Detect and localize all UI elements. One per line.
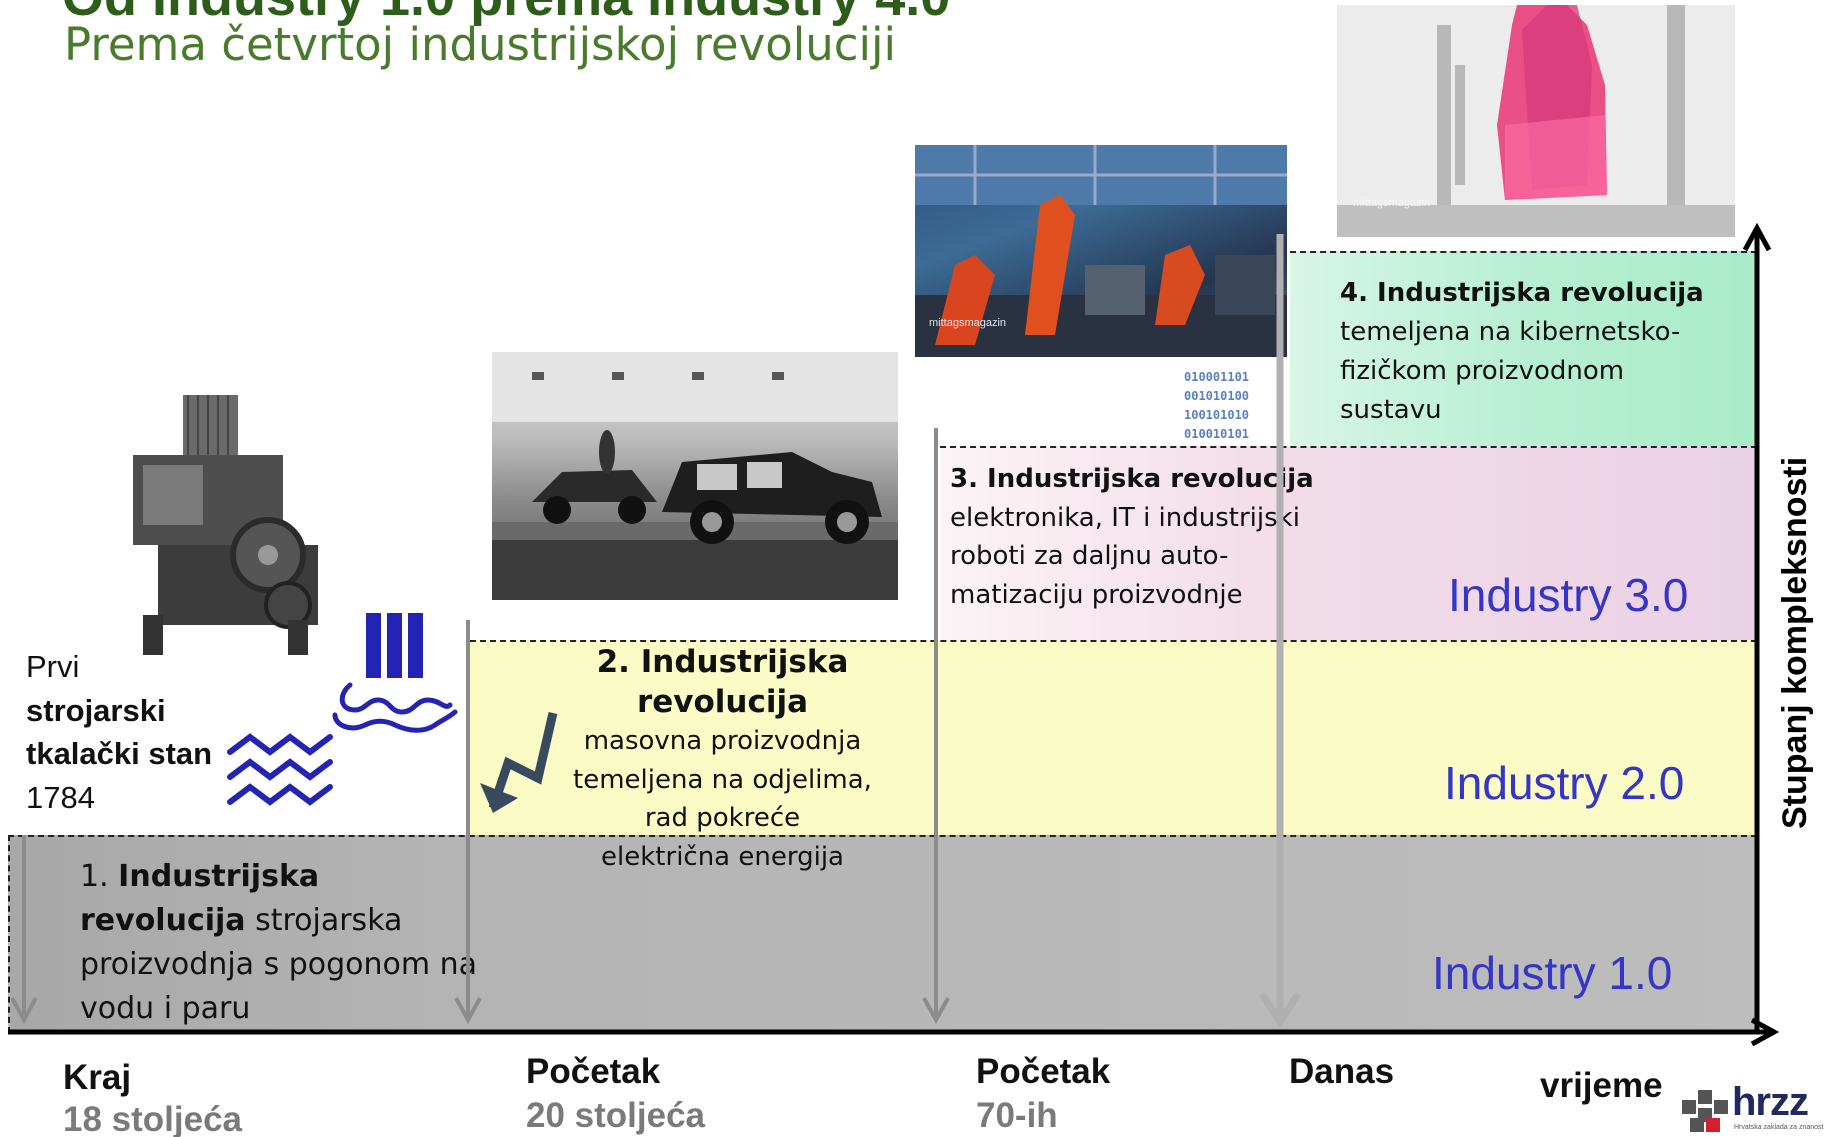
- revolution-4-line: temeljena na kibernetsko-: [1340, 317, 1681, 347]
- page-title: Od Industry 1.0 prema Industry 4.0: [62, 0, 950, 28]
- revolution-1-number: 1.: [80, 859, 119, 894]
- hrzz-logo: hrzz Hrvatska zaklada za znanost: [1678, 1080, 1828, 1136]
- water-waves-icon: [227, 733, 333, 806]
- loom-caption: Prvi strojarski tkalački stan 1784: [26, 645, 212, 819]
- vintage-car-icon: [492, 352, 898, 600]
- industry-1-label: Industry 1.0: [1432, 947, 1673, 999]
- revolution-4-number: 4.: [1340, 278, 1368, 308]
- timeline-sub: 18 stoljeća: [63, 1100, 242, 1137]
- loom-caption-line: strojarski: [26, 692, 166, 728]
- band-industry-4: [1290, 251, 1757, 446]
- 3d-printed-object-photo: mittagsmagazin: [1337, 5, 1735, 237]
- page-subtitle: Prema četvrtoj industrijskoj revoluciji: [64, 18, 897, 71]
- binary-code: 010001101 001010100 100101010 010010101: [1184, 368, 1249, 444]
- revolution-3-line: matizaciju proizvodnje: [950, 579, 1243, 610]
- assembly-line-photo: [492, 352, 898, 600]
- hrzz-logo-text: hrzz: [1732, 1080, 1809, 1124]
- timeline-label: Danas: [1289, 1052, 1395, 1091]
- loom-caption-line: Prvi: [26, 649, 80, 684]
- timeline-label: Kraj: [63, 1058, 132, 1097]
- revolution-2-title: 2. Industrijska revolucija: [596, 644, 849, 720]
- y-axis-label: Stupanj kompleksnosti: [1776, 456, 1814, 829]
- revolution-2-line: masovna proizvodnja: [583, 726, 862, 756]
- revolution-2-line: rad pokreće: [644, 803, 801, 833]
- revolution-4-line: fizičkom proizvodnom: [1340, 356, 1625, 386]
- watermark-text: mittagsmagazin: [1353, 197, 1431, 209]
- timeline-sub: 70-ih: [976, 1096, 1058, 1135]
- loom-icon: [133, 395, 318, 655]
- revolution-1-title: Industrijska revolucija: [80, 859, 320, 938]
- loom-year: 1784: [26, 779, 95, 815]
- revolution-2-line: električna energija: [601, 841, 844, 872]
- revolution-2-line: temeljena na odjelima,: [573, 764, 872, 795]
- revolution-2-text: 2. Industrijska revolucija masovna proiz…: [520, 642, 925, 876]
- revolution-3-line: roboti za daljnu auto-: [950, 541, 1229, 571]
- printed-bottle-icon: [1337, 5, 1735, 237]
- industry-2-label: Industry 2.0: [1444, 757, 1685, 809]
- revolution-4-line: sustavu: [1340, 395, 1442, 425]
- revolution-4-title: Industrijska revolucija: [1367, 278, 1704, 308]
- binary-line: 010001101: [1184, 370, 1250, 384]
- binary-line: 010010101: [1184, 427, 1250, 441]
- robot-factory-photo: mittagsmagazin: [915, 145, 1287, 357]
- revolution-1-desc: strojarska proizvodnja s pogonom na vodu…: [80, 903, 478, 1026]
- loom-caption-line: tkalački stan: [26, 736, 213, 771]
- cube-logo-icon: [1682, 1090, 1728, 1132]
- revolution-3-text: 3. Industrijska revolucija elektronika, …: [950, 460, 1330, 614]
- timeline-label: Početak: [526, 1052, 661, 1091]
- revolution-1-text: 1. Industrijska revolucija strojarska pr…: [80, 855, 480, 1031]
- timeline-label: Početak: [976, 1052, 1111, 1091]
- binary-line: 100101010: [1184, 408, 1250, 422]
- timeline-sub: 20 stoljeća: [526, 1096, 705, 1135]
- industry-3-label: Industry 3.0: [1448, 569, 1689, 621]
- hrzz-logo-tagline: Hrvatska zaklada za znanost: [1734, 1124, 1824, 1131]
- electricity-bolt-icon: [480, 711, 558, 813]
- revolution-3-title: 3. Industrijska revolucija: [950, 464, 1314, 494]
- band-industry-2: [470, 640, 1757, 835]
- revolution-4-text: 4. Industrijska revolucija temeljena na …: [1340, 274, 1740, 430]
- revolution-3-line: elektronika, IT i industrijski: [950, 502, 1300, 533]
- binary-line: 001010100: [1184, 389, 1250, 403]
- x-axis-label: vrijeme: [1540, 1066, 1663, 1105]
- band-industry-1: [8, 835, 1757, 1033]
- watermark-text: mittagsmagazin: [929, 317, 1007, 329]
- steam-power-icon: [332, 613, 458, 733]
- industrial-robot-icon: [915, 145, 1287, 357]
- band-industry-3: [940, 446, 1757, 640]
